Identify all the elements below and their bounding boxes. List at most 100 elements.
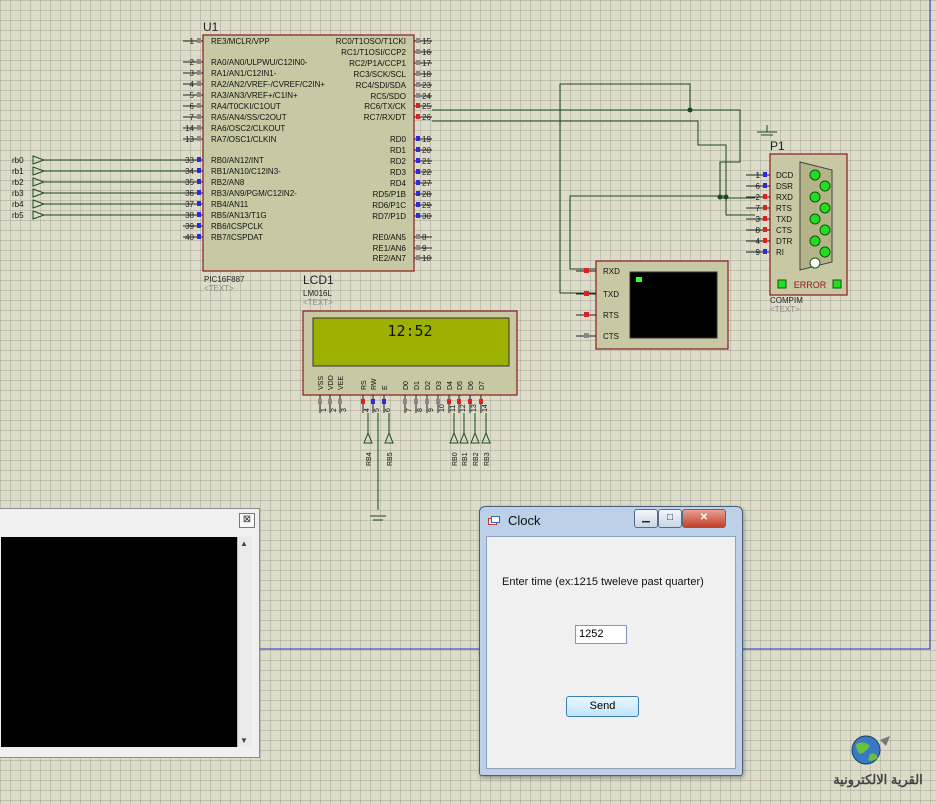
net-label-rb3[interactable]: RB3 xyxy=(481,413,491,466)
scroll-up-icon[interactable]: ▲ xyxy=(240,539,248,548)
vterm-pin-cts[interactable]: CTS xyxy=(576,332,619,341)
net-label-rb4[interactable]: rb4 xyxy=(12,199,183,209)
svg-text:RTS: RTS xyxy=(603,311,619,320)
pin-number: 19 xyxy=(422,135,431,144)
net-label-rb1[interactable]: rb1 xyxy=(12,166,183,176)
svg-text:8: 8 xyxy=(417,408,424,412)
lcd-pin-7[interactable]: D07 xyxy=(403,381,413,413)
scroll-down-icon[interactable]: ▼ xyxy=(240,736,248,745)
net-label-rb2[interactable]: RB2 xyxy=(470,413,480,466)
net-label-rb4[interactable]: RB4 xyxy=(363,413,373,466)
pin-number: 21 xyxy=(422,157,431,166)
net-label-rb2[interactable]: rb2 xyxy=(12,177,183,187)
vterm-pin-rxd[interactable]: RXD xyxy=(576,267,620,276)
vterm-pin-txd[interactable]: TXD xyxy=(576,290,619,299)
net-label-rb3[interactable]: rb3 xyxy=(12,188,183,198)
net-label-rb5[interactable]: rb5 xyxy=(12,210,183,220)
net-label-rb1[interactable]: RB1 xyxy=(459,413,469,466)
terminal-close-button[interactable]: ⊠ xyxy=(239,513,255,528)
net-label-rb5[interactable]: RB5 xyxy=(384,413,394,466)
time-input[interactable]: 1252 xyxy=(575,625,627,644)
net-label-rb0[interactable]: rb0 xyxy=(12,155,183,165)
vterm-pin-rts[interactable]: RTS xyxy=(576,311,619,320)
terminal-scrollbar[interactable]: ▲ ▼ xyxy=(237,537,252,747)
u1-body[interactable] xyxy=(202,34,415,272)
lcd-pin-9[interactable]: D29 xyxy=(425,381,435,413)
terminal-output[interactable] xyxy=(1,537,237,747)
close-button[interactable]: ✕ xyxy=(682,509,726,528)
lcd-display-text: 12:52 xyxy=(387,322,432,340)
pin-name: RC4/SDI/SDA xyxy=(356,81,407,90)
send-button[interactable]: Send xyxy=(566,696,639,717)
pin-number: 5 xyxy=(190,91,195,100)
lcd-pin-4[interactable]: RS4 xyxy=(361,380,371,413)
lcd-pin-8[interactable]: D18 xyxy=(414,381,424,413)
svg-text:RB5: RB5 xyxy=(387,452,394,466)
maximize-button[interactable]: □ xyxy=(658,509,682,528)
svg-text:RB4: RB4 xyxy=(366,452,373,466)
lcd-pin-6[interactable]: E6 xyxy=(382,385,392,413)
net-label-rb0[interactable]: RB0 xyxy=(449,413,459,466)
minimize-button[interactable]: ▁ xyxy=(634,509,658,528)
lcd-pin-5[interactable]: RW5 xyxy=(371,378,381,413)
clock-dialog[interactable]: Clock ▁ □ ✕ Enter time (ex:1215 tweleve … xyxy=(479,506,743,776)
dialog-title: Clock xyxy=(508,513,541,528)
pin-name: RA5/AN4/SS/C2OUT xyxy=(211,113,287,122)
terminal-window[interactable]: ⊠ ▲ ▼ xyxy=(0,508,260,758)
lcd-wires xyxy=(370,413,386,521)
svg-text:8: 8 xyxy=(756,226,761,235)
